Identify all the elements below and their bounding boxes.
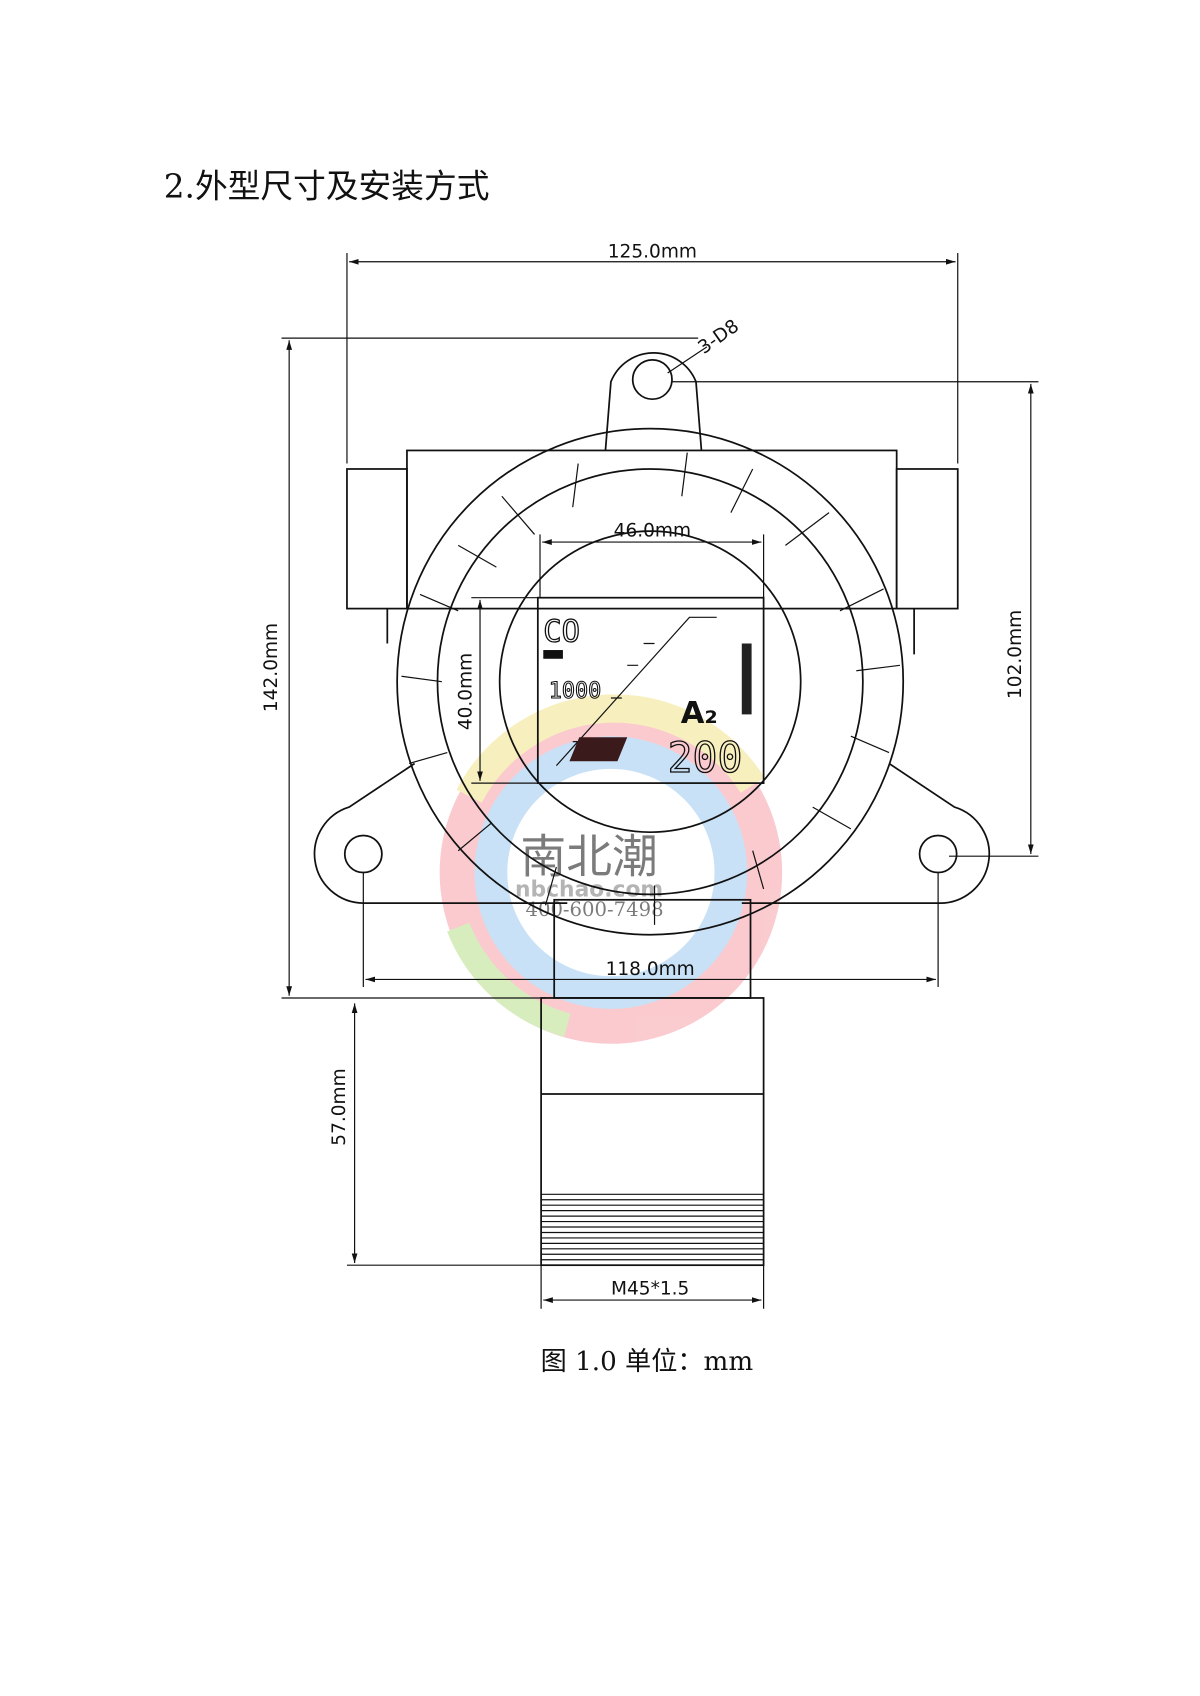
watermark-site: nbchao.com	[515, 878, 663, 903]
section-title: 2.外型尺寸及安装方式	[164, 167, 490, 205]
dim-mount-holes: 3-D8	[694, 316, 743, 359]
housing-outline	[313, 352, 991, 1267]
dim-lcd-width: 46.0mm	[614, 521, 691, 542]
dim-height-total: 142.0mm	[261, 623, 282, 712]
dim-thread: M45*1.5	[611, 1279, 689, 1300]
left-mount-hole	[343, 834, 383, 874]
watermark-brand: 南北潮	[520, 830, 657, 884]
lcd-range: 1000	[549, 679, 602, 704]
lcd-gas: CO	[543, 614, 580, 649]
dim-sensor-height: 57.0mm	[329, 1068, 350, 1145]
lcd-reading: 200	[668, 734, 743, 782]
right-mount-hole	[918, 834, 958, 874]
lcd-display: CO 1000 A₂ 200	[536, 596, 765, 784]
lcd-alarm: A₂	[681, 696, 718, 731]
dim-lcd-height: 40.0mm	[455, 653, 476, 730]
dim-width-top: 125.0mm	[608, 241, 697, 262]
dimension-lines: 125.0mm 142.0mm 3-D8 102.0mm 46.0mm 40.0…	[261, 241, 1039, 1309]
top-mount-hole	[631, 359, 673, 401]
dim-hole-spacing-horizontal: 118.0mm	[606, 959, 695, 980]
figure-caption: 图 1.0 单位：mm	[541, 1347, 754, 1377]
dim-hole-spacing-vertical: 102.0mm	[1005, 610, 1026, 699]
